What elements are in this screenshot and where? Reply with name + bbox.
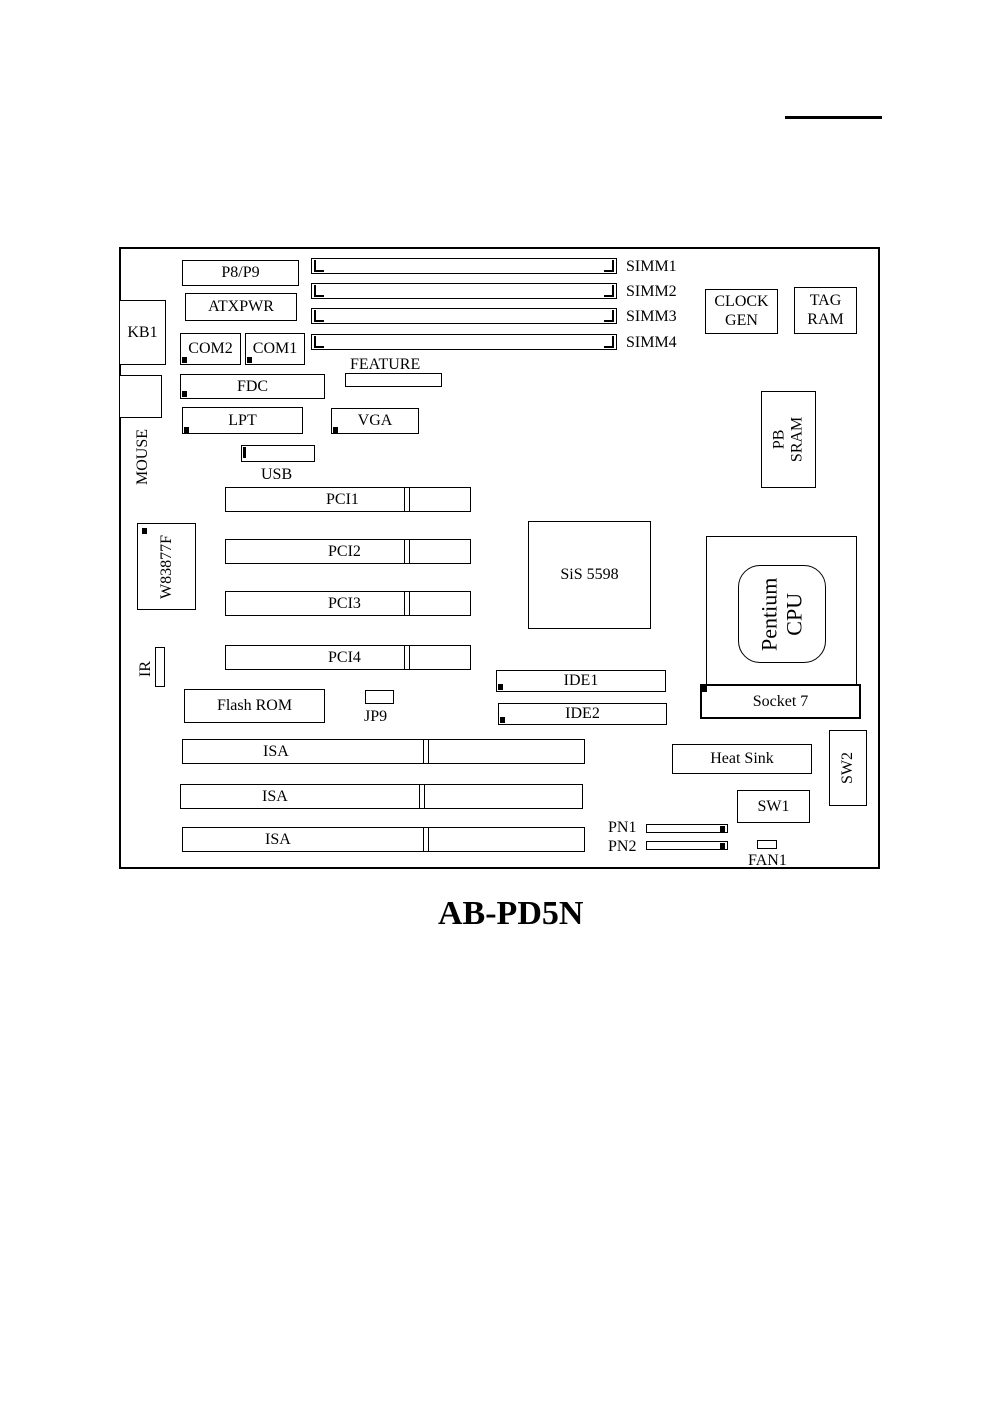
jp9-jumper — [365, 690, 394, 704]
socket-7: Socket 7 — [700, 684, 861, 719]
ide1-connector: IDE1 — [496, 670, 666, 692]
isa3-slot: ISA — [182, 827, 585, 852]
com2-pin1 — [182, 357, 187, 363]
sw1-switch: SW1 — [737, 790, 810, 823]
pn1-pin1 — [720, 826, 725, 832]
simm2-slot — [311, 283, 617, 299]
fan1-connector — [757, 840, 777, 849]
usb-pin1 — [243, 447, 246, 458]
pn1-connector — [646, 824, 728, 833]
jp9-label: JP9 — [364, 709, 387, 725]
pci4-slot: PCI4 — [225, 645, 471, 670]
motherboard-outline: SIMM1 SIMM2 SIMM3 SIMM4 P8/P9 ATXPWR KB1… — [119, 247, 880, 869]
fdc-pin1 — [182, 391, 187, 397]
simm3-label: SIMM3 — [626, 309, 677, 325]
feature-label: FEATURE — [350, 357, 420, 373]
kb1-connector: KB1 — [119, 300, 166, 365]
fdc-connector: FDC — [180, 374, 325, 399]
w83877f-chip: W83877F — [137, 523, 196, 610]
com2-connector: COM2 — [180, 333, 241, 365]
pci2-slot: PCI2 — [225, 539, 471, 564]
simm2-label: SIMM2 — [626, 284, 677, 300]
lpt-pin1 — [184, 427, 189, 433]
sw2-switch: SW2 — [829, 730, 867, 806]
mouse-label: MOUSE — [113, 449, 173, 465]
sis-5598-chipset: SiS 5598 — [528, 521, 651, 629]
com1-pin1 — [247, 357, 252, 363]
isa1-slot: ISA — [182, 739, 585, 764]
heat-sink: Heat Sink — [672, 744, 812, 774]
pn2-connector — [646, 841, 728, 850]
simm1-label: SIMM1 — [626, 259, 677, 275]
com1-connector: COM1 — [245, 333, 305, 365]
w83877f-pin1 — [142, 528, 147, 534]
simm4-slot — [311, 334, 617, 350]
fan1-label: FAN1 — [748, 853, 787, 869]
board-title: AB-PD5N — [438, 895, 583, 933]
socket7-pin1 — [702, 686, 707, 692]
ir-label: IR — [131, 661, 161, 677]
isa2-slot: ISA — [180, 784, 583, 809]
pn2-pin1 — [720, 843, 725, 849]
ide1-pin1 — [498, 684, 503, 690]
pci3-slot: PCI3 — [225, 591, 471, 616]
vga-connector: VGA — [331, 408, 419, 434]
pn1-label: PN1 — [608, 820, 636, 836]
simm4-label: SIMM4 — [626, 335, 677, 351]
pn2-label: PN2 — [608, 839, 636, 855]
simm1-slot — [311, 258, 617, 274]
simm3-slot — [311, 308, 617, 324]
usb-label: USB — [261, 467, 292, 483]
flash-rom-chip: Flash ROM — [184, 689, 325, 723]
ide2-pin1 — [500, 717, 505, 723]
p8p9-connector: P8/P9 — [182, 260, 299, 286]
ide2-connector: IDE2 — [498, 703, 667, 725]
atxpwr-connector: ATXPWR — [185, 293, 297, 321]
top-rule — [785, 116, 882, 119]
feature-connector — [345, 373, 442, 387]
mouse-connector — [119, 375, 162, 418]
usb-connector — [241, 445, 315, 462]
lpt-connector: LPT — [182, 407, 303, 434]
vga-pin1 — [333, 427, 338, 433]
pci1-slot: PCI1 — [225, 487, 471, 512]
